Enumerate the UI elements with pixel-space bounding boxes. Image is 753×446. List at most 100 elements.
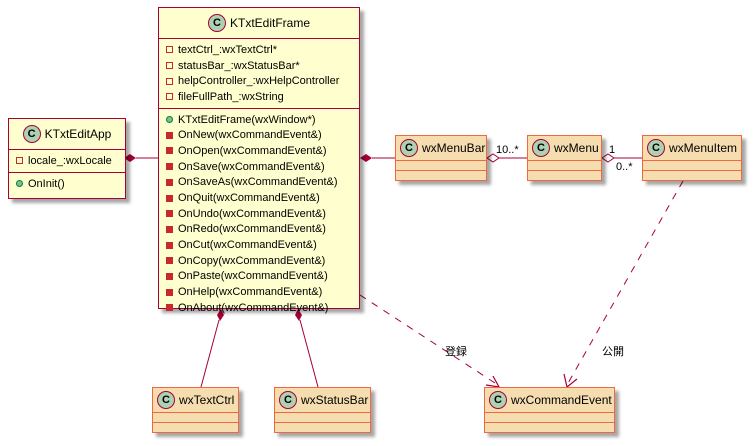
method-item: OnUndo(wxCommandEvent&) (166, 206, 359, 222)
divider (643, 170, 741, 180)
class-wxcommandevent[interactable]: C wxCommandEvent (484, 387, 615, 433)
class-name: KTxtEditFrame (229, 16, 310, 30)
edge-frame-textctrl-composition (200, 309, 224, 388)
private-field-icon (166, 77, 173, 85)
field-item: statusBar_:wxStatusBar* (166, 58, 359, 74)
private-method-icon (166, 163, 173, 171)
method-item: OnOpen(wxCommandEvent&) (166, 143, 359, 159)
method-item: OnAbout(wxCommandEvent&) (166, 300, 359, 316)
class-wxmenuitem[interactable]: C wxMenuItem (642, 135, 742, 181)
class-badge-icon: C (22, 125, 41, 143)
class-badge-icon: C (532, 139, 550, 157)
private-method-icon (166, 178, 173, 186)
class-wxtextctrl[interactable]: C wxTextCtrl (152, 387, 239, 433)
private-method-icon (166, 241, 173, 249)
class-name: wxStatusBar (301, 393, 369, 407)
arrow-head (563, 373, 578, 389)
class-header: C KTxtEditFrame (159, 8, 359, 38)
divider (9, 149, 125, 150)
composition-diamond (124, 154, 136, 162)
class-header: C wxTextCtrl (153, 388, 238, 412)
private-method-icon (166, 131, 173, 139)
class-badge-icon: C (279, 391, 297, 409)
class-badge-icon: C (647, 139, 665, 157)
private-method-icon (166, 225, 173, 233)
composition-diamond (217, 309, 224, 321)
class-badge-icon: C (489, 391, 507, 409)
private-field-icon (16, 157, 23, 165)
edge-frame-statusbar-composition (295, 309, 319, 388)
divider (159, 38, 359, 39)
method-item: KTxtEditFrame(wxWindow*) (166, 112, 359, 128)
class-name: KTxtEditApp (44, 127, 112, 141)
public-method-icon (166, 116, 173, 124)
composition-diamond (360, 154, 372, 162)
dependency-label-publish: 公開 (602, 346, 624, 358)
method-item: OnRedo(wxCommandEvent&) (166, 222, 359, 238)
class-header: C wxMenuBar (396, 136, 486, 160)
class-wxmenubar[interactable]: C wxMenuBar (395, 135, 487, 181)
private-method-icon (166, 288, 173, 296)
class-header: C KTxtEditApp (9, 119, 125, 149)
aggregation-diamond (601, 153, 615, 163)
field-list: textCtrl_:wxTextCtrl* statusBar_:wxStatu… (159, 39, 359, 108)
divider (9, 171, 125, 173)
edge-menubar-menu-aggregation (486, 153, 527, 163)
field-item: helpController_:wxHelpController (166, 73, 359, 89)
edge-frame-menubar-composition (360, 154, 395, 162)
class-header: C wxCommandEvent (485, 388, 614, 412)
method-item: OnCopy(wxCommandEvent&) (166, 253, 359, 269)
private-method-icon (166, 147, 173, 155)
divider (153, 412, 238, 422)
method-list: OnInit() (9, 173, 125, 195)
private-field-icon (166, 93, 173, 101)
divider (396, 160, 486, 170)
class-header: C wxMenuItem (643, 136, 741, 160)
class-badge-icon: C (157, 391, 175, 409)
field-list: locale_:wxLocale (9, 150, 125, 172)
class-ktxteditframe[interactable]: C KTxtEditFrame textCtrl_:wxTextCtrl* st… (158, 7, 360, 314)
method-item: OnInit() (16, 176, 125, 192)
field-item: locale_:wxLocale (16, 153, 125, 169)
divider (528, 160, 601, 170)
composition-diamond (295, 309, 302, 321)
private-method-icon (166, 210, 173, 218)
divider (275, 412, 370, 422)
multiplicity-label: 10..* (496, 144, 519, 156)
divider (396, 170, 486, 180)
class-badge-icon: C (400, 139, 418, 157)
method-list: KTxtEditFrame(wxWindow*) OnNew(wxCommand… (159, 109, 359, 319)
class-name: wxMenu (554, 141, 599, 155)
class-name: wxCommandEvent (511, 393, 612, 407)
edge-frame-commandevent-dependency (359, 294, 501, 388)
class-name: wxMenuBar (422, 141, 486, 155)
class-wxmenu[interactable]: C wxMenu (527, 135, 602, 181)
private-method-icon (166, 304, 173, 312)
class-name: wxMenuItem (669, 141, 738, 155)
class-badge-icon: C (207, 14, 226, 32)
method-item: OnHelp(wxCommandEvent&) (166, 284, 359, 300)
class-header: C wxMenu (528, 136, 601, 160)
private-method-icon (166, 257, 173, 265)
multiplicity-label: 0..* (616, 161, 633, 173)
edge-app-frame-composition (124, 154, 158, 162)
private-method-icon (166, 194, 173, 202)
method-item: OnSave(wxCommandEvent&) (166, 159, 359, 175)
divider (159, 107, 359, 109)
divider (485, 412, 614, 422)
dependency-label-register: 登録 (445, 346, 467, 358)
divider (528, 170, 601, 180)
private-field-icon (166, 46, 173, 54)
private-field-icon (166, 62, 173, 70)
divider (643, 160, 741, 170)
method-item: OnSaveAs(wxCommandEvent&) (166, 175, 359, 191)
class-ktxteditapp[interactable]: C KTxtEditApp locale_:wxLocale OnInit() (8, 118, 126, 199)
class-wxstatusbar[interactable]: C wxStatusBar (274, 387, 371, 433)
divider (485, 422, 614, 432)
aggregation-diamond (486, 153, 500, 163)
divider (153, 422, 238, 432)
method-item: OnQuit(wxCommandEvent&) (166, 190, 359, 206)
private-method-icon (166, 272, 173, 280)
method-item: OnNew(wxCommandEvent&) (166, 127, 359, 143)
